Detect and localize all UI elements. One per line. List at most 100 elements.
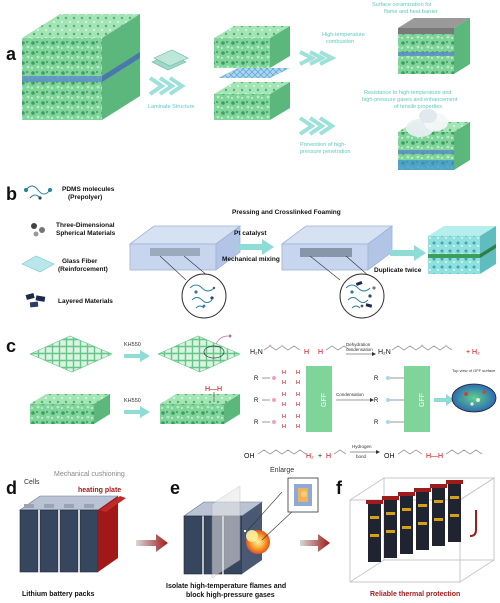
- panel-b: b PDMS molecules (Prepolyer) Three-Dimen…: [6, 184, 496, 318]
- svg-text:H: H: [282, 370, 286, 376]
- foam-block-left: [22, 14, 140, 120]
- svg-text:H: H: [296, 380, 300, 386]
- laminate-sheets: [152, 50, 188, 70]
- chevron-arrow-a1: [150, 78, 182, 94]
- panel-letter-c: c: [6, 336, 16, 356]
- gff-right-label: GFF: [419, 393, 426, 407]
- arrow-c1: [124, 350, 150, 362]
- svg-text:H: H: [296, 414, 300, 420]
- isolate-caption-2: block high-pressure gases: [186, 592, 275, 599]
- legend-layered: Layered Materials: [58, 298, 113, 305]
- heating-label: heating plate: [78, 487, 121, 494]
- glass-fiber-icon: [22, 256, 54, 272]
- reliable-caption: Reliable thermal protection: [370, 591, 460, 598]
- gff-condensation-right: R R R GFF: [374, 366, 430, 432]
- hydrogen-label-1: Hydrogen: [352, 444, 372, 449]
- resistance-label-1: Resistance to high-temperature and: [364, 90, 451, 96]
- final-foam-block: [428, 226, 496, 274]
- kh550-top-label: KH550: [124, 342, 141, 348]
- cushion-label: Mechanical cushioning: [54, 471, 125, 478]
- high-temp-label-1: High-temperature: [322, 32, 365, 38]
- panel-e: e Enlarge Isolate high-temperature flame…: [166, 467, 330, 599]
- svg-text:R: R: [254, 376, 259, 382]
- reaction-line-2: OH H₂ + H Hydrogen bond OH H—H: [244, 444, 482, 460]
- legend-fiber-1: Glass Fiber: [62, 258, 98, 265]
- svg-text:H: H: [282, 414, 286, 420]
- reaction-line-1: H₂N H H Dehydration condensation H₂N + H…: [250, 342, 480, 356]
- legend-pdms-1: PDMS molecules: [62, 186, 115, 193]
- prevention-label-1: Prevention of high-: [300, 142, 346, 148]
- prevention-label-2: pressure penetration: [300, 149, 350, 155]
- cells-label: Cells: [24, 479, 40, 486]
- condensation-label: Condensation: [336, 392, 364, 397]
- h2-product-label: + H₂: [466, 349, 480, 356]
- arrow-c3: [434, 394, 454, 406]
- panel-letter-e: e: [170, 478, 180, 498]
- panel-d: d Cells Mechanical cushioning heating pl…: [6, 471, 168, 598]
- panel-f: f: [336, 478, 494, 598]
- battery-pack: [20, 496, 126, 572]
- layered-material-icon: [26, 293, 46, 307]
- kh550-bottom-label: KH550: [124, 398, 141, 404]
- exploded-stack: [214, 26, 290, 120]
- svg-text:H: H: [296, 402, 300, 408]
- arrow-c2: [124, 406, 150, 418]
- hydrogen-label-2: bond: [356, 454, 367, 459]
- mold-box-2: [282, 226, 392, 270]
- sphere-icon: [31, 223, 45, 237]
- dehydration-label-2: condensation: [346, 347, 373, 352]
- surface-label-2: flame and heat barrier: [384, 9, 438, 15]
- arrow-b2: [390, 245, 426, 261]
- gas-resistant-block: [398, 109, 470, 170]
- lithium-caption: Lithium battery packs: [22, 591, 94, 598]
- h-atom-2: H: [318, 349, 323, 356]
- pdms-molecule-icon: [24, 186, 52, 200]
- mold-box-1: [130, 226, 240, 270]
- battery-pack-exploded: [184, 486, 270, 578]
- legend-fiber-2: (Reinforcement): [58, 266, 108, 273]
- arrow-e-f: [300, 534, 330, 552]
- chevron-arrow-a3: [300, 118, 332, 134]
- gff-left-label: GFF: [321, 393, 328, 407]
- legend-pdms-2: (Prepolyer): [68, 194, 102, 201]
- ceramized-block: [398, 18, 470, 74]
- svg-text:H: H: [296, 370, 300, 376]
- arrow-b1: [238, 239, 274, 255]
- panel-c: c KH550 KH550 H—H: [6, 335, 496, 461]
- h-reactant: H: [326, 453, 331, 460]
- arrow-d-e: [136, 534, 168, 552]
- oh-right-label: OH: [384, 453, 395, 460]
- h2n-right-label: H₂N: [378, 349, 391, 356]
- svg-text:R: R: [374, 398, 379, 404]
- resistance-label-3: of tensile properties: [394, 104, 442, 110]
- svg-text:H: H: [282, 402, 286, 408]
- isolate-caption-1: Isolate high-temperature flames and: [166, 583, 286, 590]
- glass-fiber-mesh-modified: [158, 335, 240, 373]
- svg-text:H: H: [282, 392, 286, 398]
- svg-text:R: R: [254, 420, 259, 426]
- mechanical-mixing-label: Mechanical mixing: [222, 256, 280, 263]
- h-bond-atoms: H—H: [426, 453, 443, 460]
- panel-letter-d: d: [6, 478, 17, 498]
- foam-slab-left: [30, 394, 110, 424]
- high-temp-label-2: combustion: [326, 39, 354, 45]
- gff-surface-view: [452, 384, 496, 412]
- chevron-arrow-a2: [300, 52, 332, 64]
- duplicate-label: Duplicate twice: [374, 267, 422, 274]
- svg-text:H: H: [282, 424, 286, 430]
- svg-text:R: R: [374, 376, 379, 382]
- plus-sign: +: [318, 453, 322, 460]
- panel-letter-f: f: [336, 478, 343, 498]
- svg-text:R: R: [374, 420, 379, 426]
- svg-text:H: H: [296, 392, 300, 398]
- panel-a: a Laminate Structure: [6, 2, 470, 170]
- pt-catalyst-label: Pt catalyst: [234, 230, 267, 237]
- panel-letter-b: b: [6, 184, 17, 204]
- panel-letter-a: a: [6, 44, 17, 64]
- surface-label-1: Surface ceramization for: [372, 2, 432, 8]
- legend-sphere-2: Spherical Materials: [56, 230, 116, 237]
- svg-text:H: H: [282, 380, 286, 386]
- glass-fiber-mesh-left: [30, 336, 112, 372]
- resistance-label-2: high-pressure gases and enhancement: [362, 97, 458, 103]
